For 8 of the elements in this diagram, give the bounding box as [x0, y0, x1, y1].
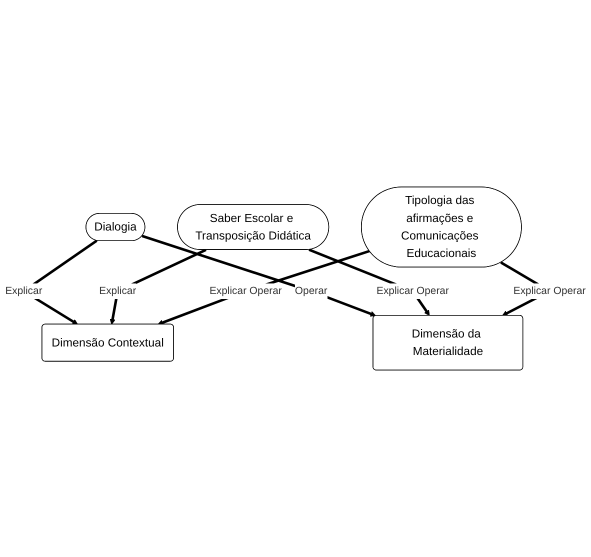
edge-label: Explicar Operar: [209, 285, 282, 296]
edge-label: Explicar: [5, 285, 42, 296]
edge-label: Operar: [294, 285, 328, 296]
edge-label: Explicar: [99, 285, 136, 296]
edge-label: Explicar Operar: [513, 285, 586, 296]
arrow: [142, 234, 376, 317]
arrow: [158, 250, 370, 326]
edge-label: Explicar Operar: [376, 285, 449, 296]
